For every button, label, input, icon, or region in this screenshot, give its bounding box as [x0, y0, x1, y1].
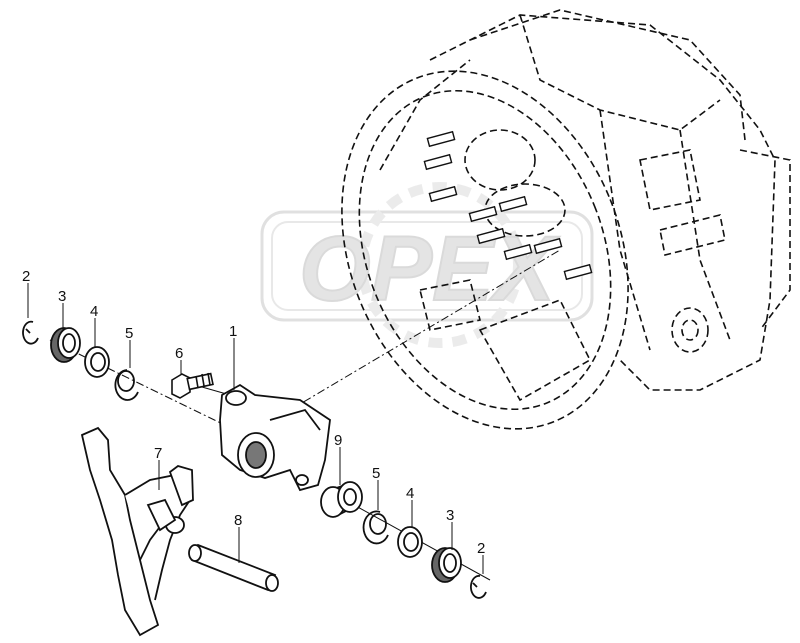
callout-3-lower: 3: [446, 507, 454, 524]
gearbox-housing: [341, 9, 791, 430]
callout-5-upper: 5: [125, 325, 133, 342]
watermark-inner-frame: [271, 221, 583, 311]
callout-5-lower: 5: [372, 465, 380, 482]
callout-9: 9: [334, 432, 342, 449]
callout-4-upper: 4: [90, 303, 98, 320]
callout-7: 7: [154, 445, 162, 462]
retaining-ring-lower: [470, 575, 487, 599]
snap-ring-upper: [114, 369, 139, 401]
callout-3-upper: 3: [58, 288, 66, 305]
watermark-frame: [260, 210, 594, 322]
callout-labels: 2 3 4 5 6 1 7 8 9 5 4 3 2: [22, 268, 485, 557]
pivot-shaft: [188, 543, 279, 592]
callout-1: 1: [229, 323, 237, 340]
callout-4-lower: 4: [406, 485, 414, 502]
bearing-ring-lower: [431, 547, 462, 583]
retaining-ring-upper: [22, 320, 39, 345]
leader-lines: [27, 283, 484, 574]
fork-lever: [219, 383, 331, 492]
washer-upper: [84, 346, 110, 378]
callout-6: 6: [175, 345, 183, 362]
washer-lower: [397, 526, 423, 558]
callout-2-lower: 2: [477, 540, 485, 557]
callout-8: 8: [234, 512, 242, 529]
callout-2-upper: 2: [22, 268, 30, 285]
watermark-text: OPEX: [299, 218, 559, 320]
watermark-gear: [357, 182, 523, 348]
release-fork: [80, 426, 194, 637]
bolt: [171, 372, 214, 399]
bearing: [320, 481, 363, 518]
housing-studs: [423, 130, 593, 281]
bearing-ring-upper: [50, 327, 81, 363]
snap-ring-lower: [362, 510, 389, 545]
